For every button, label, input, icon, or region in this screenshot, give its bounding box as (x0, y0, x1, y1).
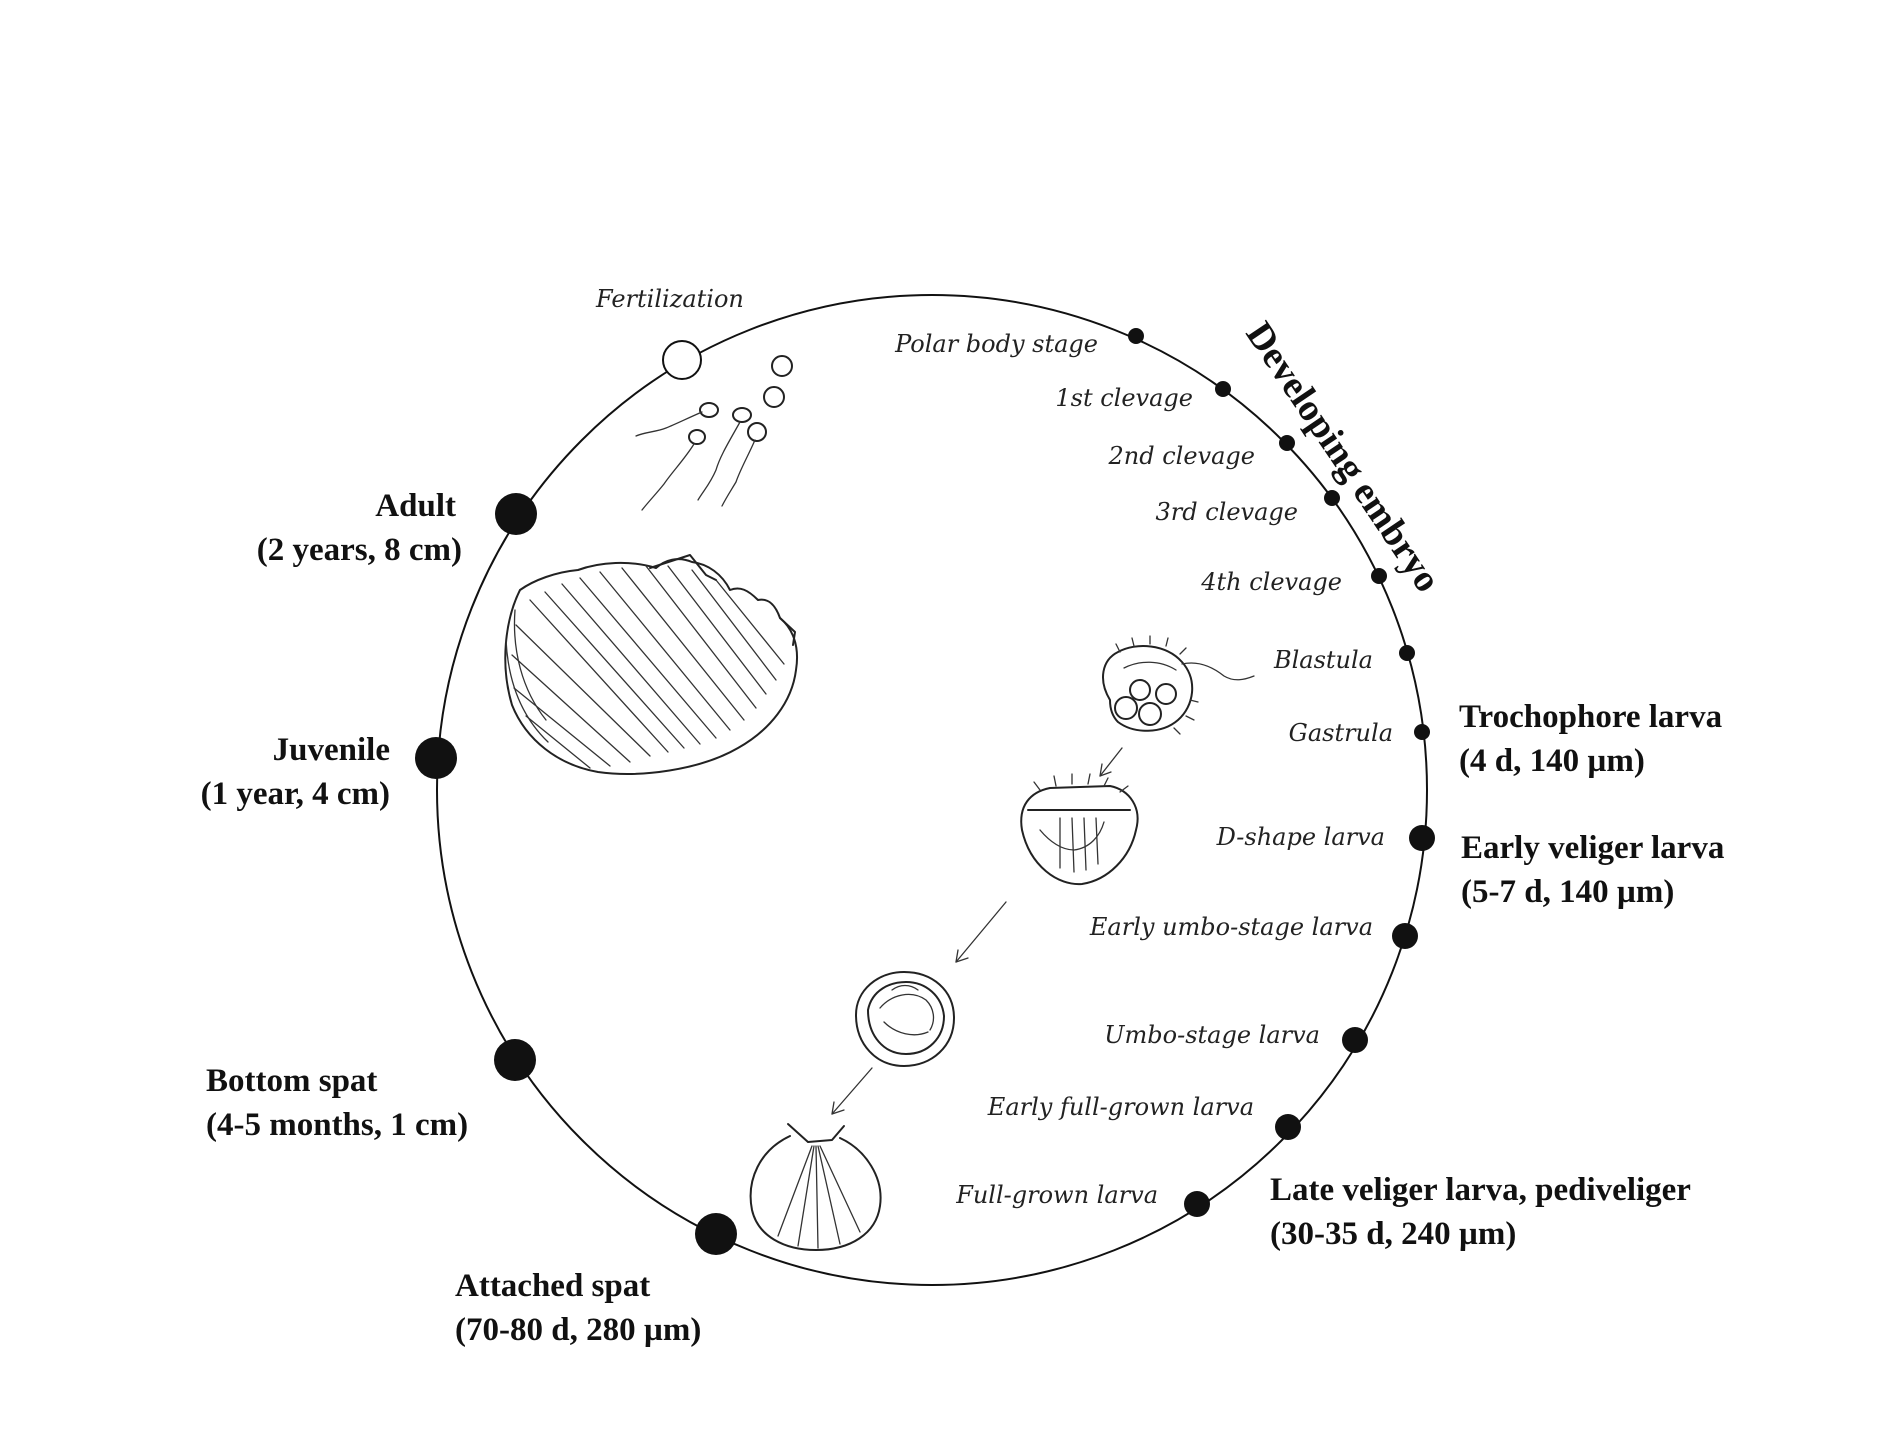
stage-node-2nd-cleavage (1279, 435, 1295, 451)
developing-embryo-label: Developing embryo (1238, 315, 1449, 600)
label-1st-cleavage: 1st clevage (1055, 384, 1193, 412)
label-juvenile-detail: (1 year, 4 cm) (201, 776, 390, 812)
label-bottom-spat: Bottom spat (206, 1063, 377, 1099)
stage-node-early-veliger (1409, 825, 1435, 851)
gametes-icon (635, 355, 793, 511)
stage-node-1st-cleavage (1215, 381, 1231, 397)
label-early-veliger-larva-detail: (5-7 d, 140 µm) (1461, 874, 1674, 910)
label-polar-body: Polar body stage (894, 330, 1098, 358)
label-full-grown-larva: Full-grown larva (955, 1181, 1158, 1209)
label-late-veliger-larva: Late veliger larva, pediveliger (1270, 1172, 1691, 1208)
label-attached-spat-detail: (70-80 d, 280 µm) (455, 1312, 701, 1348)
label-trochophore-larva: Trochophore larva (1459, 699, 1722, 735)
adult-scallop-shell-icon (504, 554, 798, 775)
label-early-veliger-larva: Early veliger larva (1461, 830, 1724, 866)
label-2nd-cleavage: 2nd clevage (1108, 442, 1255, 470)
arrow-trochophore-to-d-shape (1099, 747, 1123, 777)
d-shape-larva-icon (1020, 773, 1139, 886)
stage-node-polar-body (1128, 328, 1144, 344)
label-blastula: Blastula (1273, 646, 1373, 674)
label-d-shape-larva: D-shape larva (1216, 823, 1385, 851)
stage-node-blastula (1399, 645, 1415, 661)
spat-shell-icon (749, 1123, 882, 1251)
stage-node-umbo (1342, 1027, 1368, 1053)
arrow-umbo-to-spat (831, 1067, 873, 1115)
label-umbo-larva: Umbo-stage larva (1104, 1021, 1320, 1049)
stage-node-4th-cleavage (1371, 568, 1387, 584)
label-adult: Adult (375, 488, 456, 524)
fertilization-label: Fertilization (595, 285, 744, 313)
label-early-full-grown-larva: Early full-grown larva (987, 1093, 1254, 1121)
label-gastrula: Gastrula (1289, 719, 1393, 747)
label-bottom-spat-detail: (4-5 months, 1 cm) (206, 1107, 468, 1143)
stage-node-gastrula (1414, 724, 1430, 740)
stage-node-early-full-grown (1275, 1114, 1301, 1140)
umbo-larva-icon (855, 971, 955, 1067)
label-3rd-cleavage: 3rd clevage (1156, 498, 1299, 526)
stage-node-bottom-spat (494, 1039, 536, 1081)
stage-node-3rd-cleavage (1324, 490, 1340, 506)
trochophore-larva-icon (1102, 635, 1255, 735)
stage-node-early-umbo (1392, 923, 1418, 949)
stage-node-full-grown (1184, 1191, 1210, 1217)
arrow-d-shape-to-umbo (955, 901, 1007, 963)
life-cycle-circle (436, 294, 1428, 1286)
label-adult-detail: (2 years, 8 cm) (257, 532, 462, 568)
stage-node-attached-spat (695, 1213, 737, 1255)
label-juvenile: Juvenile (273, 732, 390, 768)
fertilization-node (662, 340, 702, 380)
stage-node-adult (495, 493, 537, 535)
stage-node-juvenile (415, 737, 457, 779)
label-late-veliger-larva-detail: (30-35 d, 240 µm) (1270, 1216, 1516, 1252)
label-early-umbo-larva: Early umbo-stage larva (1089, 913, 1373, 941)
label-trochophore-larva-detail: (4 d, 140 µm) (1459, 743, 1645, 779)
label-attached-spat: Attached spat (455, 1268, 650, 1304)
label-4th-cleavage: 4th clevage (1200, 568, 1342, 596)
